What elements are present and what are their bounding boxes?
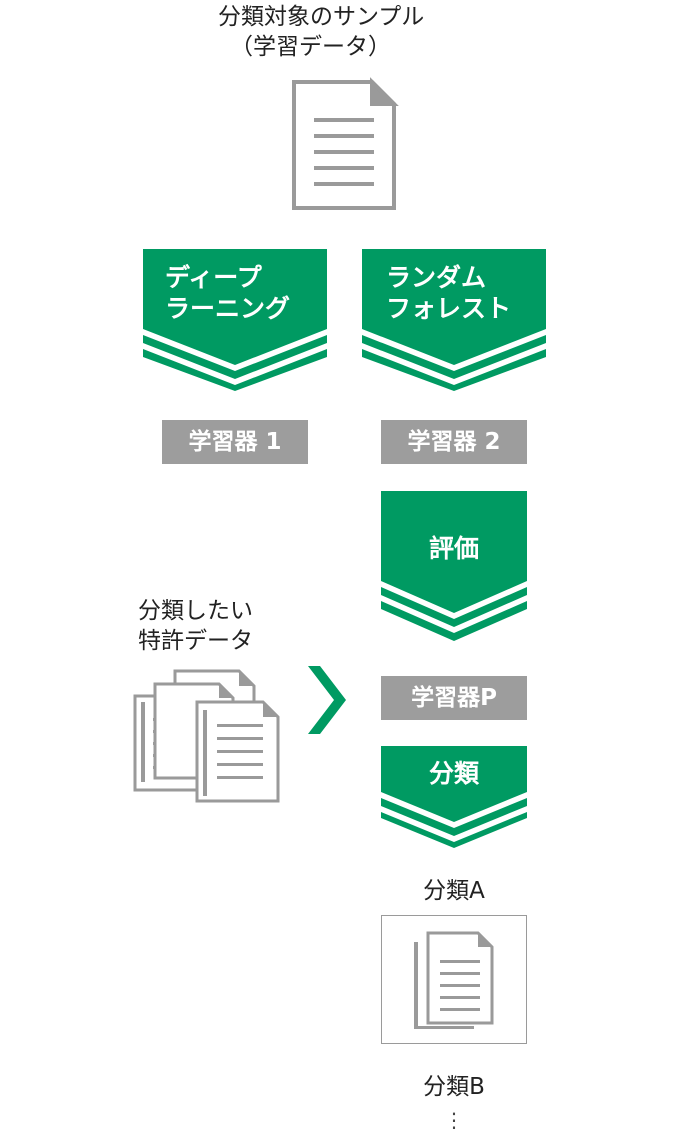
classify-chevron <box>381 746 527 848</box>
learner-p-badge: 学習器P <box>381 676 527 720</box>
random-forest-label: ランダム フォレスト <box>386 262 511 324</box>
deep-learning-line2: ラーニング <box>165 294 291 323</box>
class-a-box <box>381 915 527 1044</box>
training-samples-line1: 分類対象のサンプル <box>218 4 425 30</box>
chevron-right-icon <box>308 666 346 734</box>
target-data-line2: 特許データ <box>138 628 253 654</box>
target-data-label: 分類したい 特許データ <box>138 596 253 656</box>
random-forest-line2: フォレスト <box>386 294 512 323</box>
random-forest-chevron <box>362 249 546 391</box>
random-forest-line1: ランダム <box>386 263 487 292</box>
documents-stack-icon <box>133 669 280 803</box>
class-a-label: 分類A <box>423 878 485 904</box>
evaluation-chevron <box>381 491 527 641</box>
deep-learning-label: ディープ ラーニング <box>165 262 290 324</box>
more-classes-ellipsis: ⋮ <box>444 1108 464 1132</box>
evaluation-label: 評価 <box>428 534 479 563</box>
deep-learning-line1: ディープ <box>165 263 262 292</box>
class-b-label: 分類B <box>423 1074 485 1100</box>
classify-label: 分類 <box>428 759 479 788</box>
deep-learning-chevron <box>143 249 327 391</box>
learner-2-badge: 学習器 2 <box>381 420 527 464</box>
document-icon <box>292 77 399 210</box>
training-samples-line2: （学習データ） <box>230 34 391 60</box>
learner-1-badge: 学習器 1 <box>162 420 308 464</box>
training-samples-label: 分類対象のサンプル （学習データ） <box>218 2 424 62</box>
target-data-line1: 分類したい <box>138 598 253 624</box>
class-a-documents-icon <box>414 931 494 1029</box>
